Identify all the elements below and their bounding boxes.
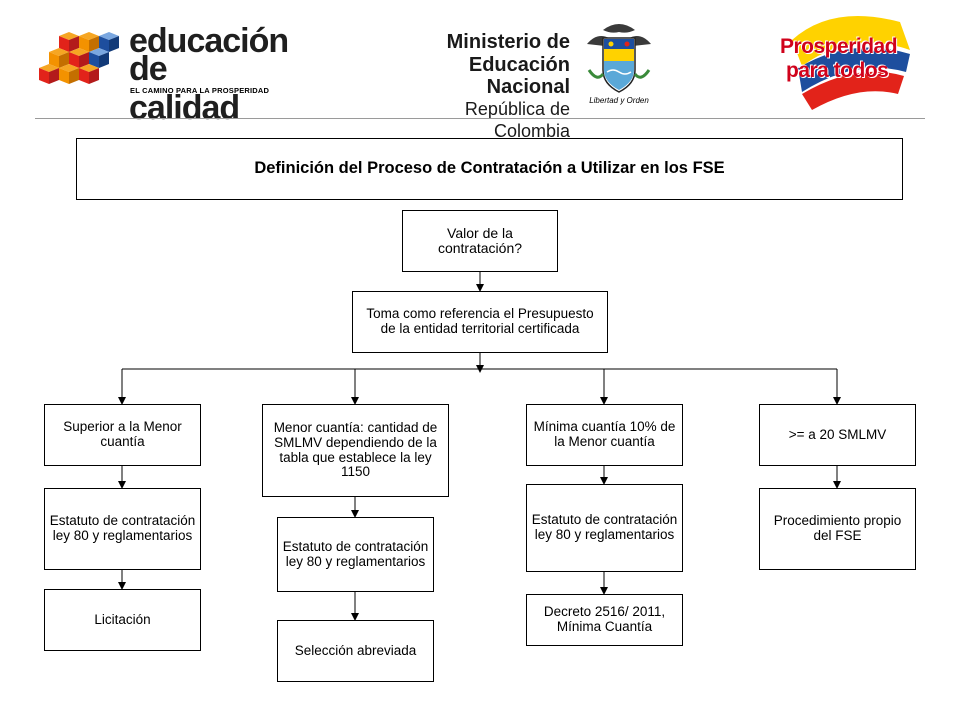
prosperidad-line-1: Prosperidad xyxy=(780,35,898,58)
reference-node-text: Toma como referencia el Presupuesto de l… xyxy=(366,306,594,336)
branch-1-end: Licitación xyxy=(44,589,201,651)
diagram-title-text: Definición del Proceso de Contratación a… xyxy=(254,159,725,178)
root-node-text: Valor de la contratación? xyxy=(437,224,523,256)
flag-stripes-icon xyxy=(792,16,910,110)
diagram-title: Definición del Proceso de Contratación a… xyxy=(76,138,903,200)
ministry-line-1: Ministerio de xyxy=(446,31,570,53)
branch-3-mid-text: Estatuto de contratación ley 80 y reglam… xyxy=(531,512,678,542)
ministry-line-3: República de Colombia xyxy=(464,99,570,141)
prosperidad-line-2: para todos xyxy=(786,59,889,82)
branch-2-head-text: Menor cuantía: cantidad de SMLMV dependi… xyxy=(273,420,438,480)
branch-1-mid: Estatuto de contratación ley 80 y reglam… xyxy=(44,488,201,570)
branch-4-mid: Procedimiento propio del FSE xyxy=(759,488,916,570)
coat-of-arms-icon xyxy=(587,24,651,93)
educacion-de-calidad-logo: educación de calidad EL CAMINO PARA LA P… xyxy=(35,22,289,127)
logo-line-educacion: educación xyxy=(129,22,289,60)
branch-1-head: Superior a la Menor cuantía xyxy=(44,404,201,466)
branch-3-head: Mínima cuantía 10% de la Menor cuantía xyxy=(526,404,683,466)
branch-3-head-text: Mínima cuantía 10% de la Menor cuantía xyxy=(533,419,676,449)
coat-of-arms-logo: Libertad y Orden xyxy=(583,22,655,108)
branch-3-end-text: Decreto 2516/ 2011, Mínima Cuantía xyxy=(543,604,666,634)
branch-4-head-text: >= a 20 SMLMV xyxy=(788,426,887,442)
branch-1-mid-text: Estatuto de contratación ley 80 y reglam… xyxy=(49,513,196,543)
reference-node: Toma como referencia el Presupuesto de l… xyxy=(352,291,608,353)
ministry-name: Ministerio de Educación Nacional Repúbli… xyxy=(390,30,570,141)
branch-2-end: Selección abreviada xyxy=(277,620,434,682)
branch-4-mid-text: Procedimiento propio del FSE xyxy=(773,513,902,543)
logo-line-de-calidad: de calidad xyxy=(129,50,240,127)
prosperidad-logo: Prosperidad para todos xyxy=(772,10,917,110)
logo-tagline: EL CAMINO PARA LA PROSPERIDAD xyxy=(130,86,270,95)
branch-2-head: Menor cuantía: cantidad de SMLMV dependi… xyxy=(262,404,449,497)
branch-1-head-text: Superior a la Menor cuantía xyxy=(63,419,182,449)
header-divider xyxy=(35,118,925,119)
branch-2-end-text: Selección abreviada xyxy=(294,642,417,658)
cubes-icon xyxy=(39,32,119,84)
branch-4-head: >= a 20 SMLMV xyxy=(759,404,916,466)
ministry-line-2: Educación Nacional xyxy=(468,54,570,98)
branch-3-end: Decreto 2516/ 2011, Mínima Cuantía xyxy=(526,594,683,646)
branch-1-end-text: Licitación xyxy=(94,611,151,627)
motto-text: Libertad y Orden xyxy=(589,96,649,105)
branch-3-mid: Estatuto de contratación ley 80 y reglam… xyxy=(526,484,683,572)
branch-2-mid-text: Estatuto de contratación ley 80 y reglam… xyxy=(282,538,429,569)
branch-2-mid: Estatuto de contratación ley 80 y reglam… xyxy=(277,517,434,592)
root-node: Valor de la contratación? xyxy=(402,210,558,272)
